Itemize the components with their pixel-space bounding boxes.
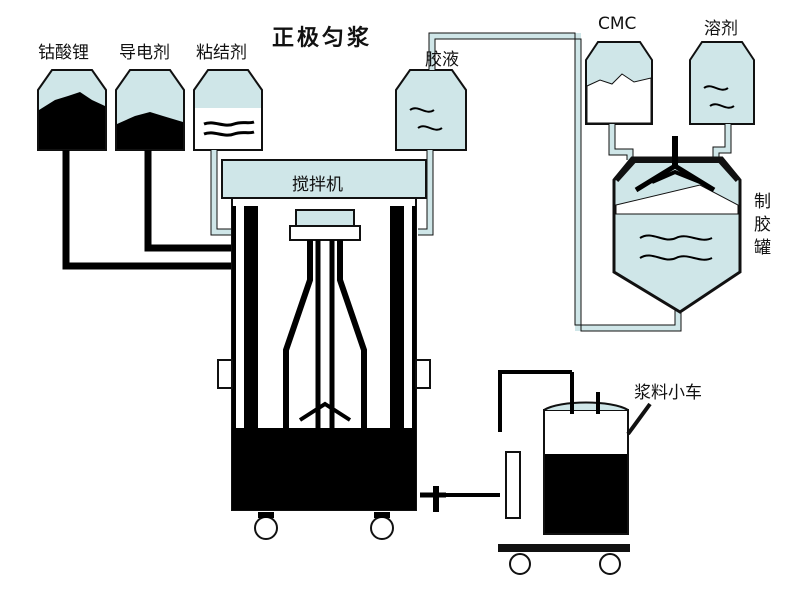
label-conductive: 导电剂	[119, 43, 170, 63]
pipe-cmc-to-tank	[608, 124, 634, 160]
glue-tank	[612, 136, 742, 314]
hopper-solvent	[689, 41, 755, 125]
pipe-tank-to-glue	[428, 32, 682, 332]
hopper-licoo2	[37, 69, 107, 151]
label-solvent: 溶剂	[704, 19, 738, 39]
slurry-cart	[446, 370, 652, 575]
label-licoo2: 钴酸锂	[38, 43, 89, 63]
pipe-solvent-to-tank	[712, 124, 732, 160]
label-cmc: CMC	[598, 14, 637, 34]
diagram-title: 正极匀浆	[272, 26, 373, 51]
hopper-conductive	[115, 69, 185, 151]
hopper-cmc	[585, 41, 653, 125]
label-glue-tank: 制胶罐	[750, 192, 770, 261]
label-binder: 粘结剂	[196, 43, 247, 63]
pipe-licoo2	[62, 150, 232, 270]
hopper-binder	[193, 69, 263, 151]
label-glue: 胶液	[425, 50, 459, 70]
pipe-binder	[210, 150, 232, 236]
mixer	[217, 159, 446, 540]
label-mixer: 搅拌机	[292, 175, 343, 195]
label-slurry-cart: 浆料小车	[634, 383, 702, 403]
pipe-conductive	[144, 150, 232, 252]
hopper-glue	[395, 69, 467, 151]
